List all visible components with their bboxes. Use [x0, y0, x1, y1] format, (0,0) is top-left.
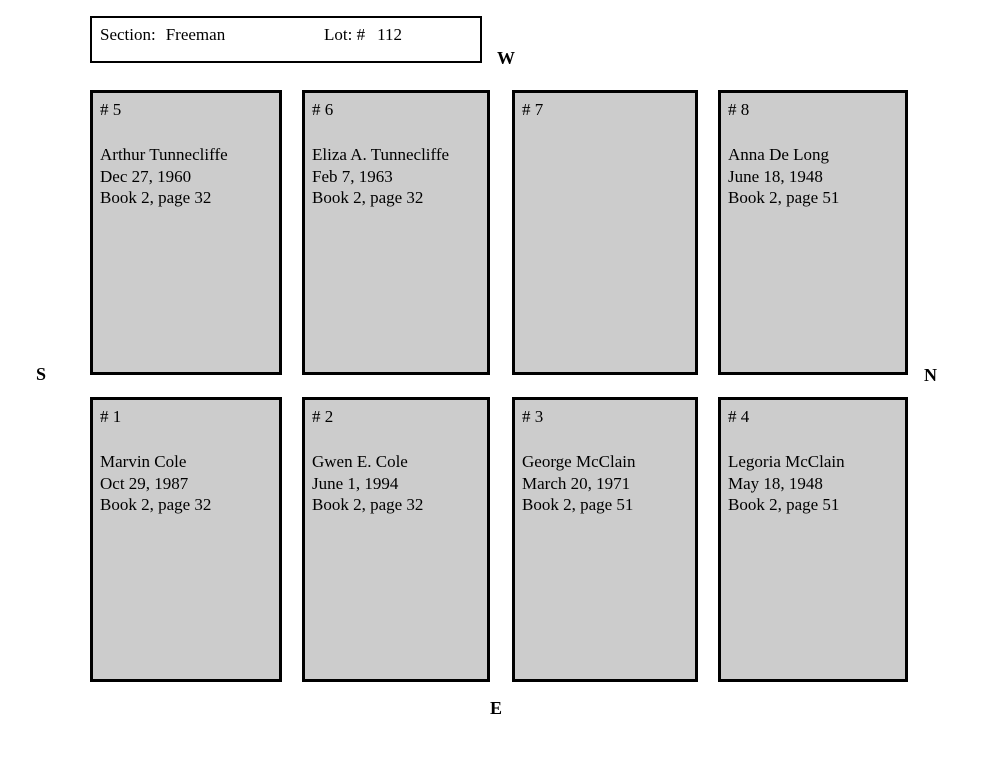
section-value: Freeman — [165, 25, 226, 44]
plot-name: Arthur Tunnecliffe — [100, 145, 228, 164]
plot-date: Oct 29, 1987 — [100, 473, 189, 493]
plot-number: # 3 — [522, 407, 544, 426]
plot-date: June 18, 1948 — [728, 166, 823, 186]
plot-name: Gwen E. Cole — [312, 452, 408, 471]
plot-box-6: # 6 Eliza A. Tunnecliffe Feb 7, 1963 Boo… — [302, 90, 490, 375]
compass-west-label: W — [497, 48, 515, 68]
plot-date: May 18, 1948 — [728, 473, 823, 493]
plot-date: Dec 27, 1960 — [100, 166, 192, 186]
plot-name: Marvin Cole — [100, 452, 187, 471]
plot-record: Book 2, page 32 — [312, 188, 424, 207]
plot-name: Legoria McClain — [728, 452, 845, 471]
lot-value: 112 — [377, 25, 402, 44]
plot-name: Anna De Long — [728, 145, 830, 164]
plot-box-2: # 2 Gwen E. Cole June 1, 1994 Book 2, pa… — [302, 397, 490, 682]
header-line: Section: Freeman Lot: # 112 — [100, 25, 402, 45]
plot-date: June 1, 1994 — [312, 473, 399, 493]
plot-record: Book 2, page 51 — [728, 495, 840, 514]
plot-box-7: # 7 — [512, 90, 698, 375]
plot-number: # 2 — [312, 407, 334, 426]
plot-details: Legoria McClain May 18, 1948 Book 2, pag… — [728, 451, 905, 516]
plot-record: Book 2, page 32 — [312, 495, 424, 514]
plot-details: Gwen E. Cole June 1, 1994 Book 2, page 3… — [312, 451, 487, 516]
plot-number: # 8 — [728, 100, 750, 119]
section-lot-header-box: Section: Freeman Lot: # 112 — [90, 16, 482, 63]
plot-number: # 7 — [522, 100, 544, 119]
plot-record: Book 2, page 51 — [728, 188, 840, 207]
compass-north-label: N — [924, 365, 937, 385]
plot-number: # 5 — [100, 100, 122, 119]
plot-details: Arthur Tunnecliffe Dec 27, 1960 Book 2, … — [100, 144, 279, 209]
plot-box-4: # 4 Legoria McClain May 18, 1948 Book 2,… — [718, 397, 908, 682]
plot-number: # 1 — [100, 407, 122, 426]
plot-box-5: # 5 Arthur Tunnecliffe Dec 27, 1960 Book… — [90, 90, 282, 375]
plot-record: Book 2, page 32 — [100, 495, 212, 514]
lot-label: Lot: # — [324, 25, 366, 44]
plot-box-1: # 1 Marvin Cole Oct 29, 1987 Book 2, pag… — [90, 397, 282, 682]
plot-name: George McClain — [522, 452, 636, 471]
plot-box-3: # 3 George McClain March 20, 1971 Book 2… — [512, 397, 698, 682]
plot-date: March 20, 1971 — [522, 473, 631, 493]
plot-date: Feb 7, 1963 — [312, 166, 393, 186]
section-label: Section: — [100, 25, 156, 44]
plot-number: # 6 — [312, 100, 334, 119]
plot-details: Marvin Cole Oct 29, 1987 Book 2, page 32 — [100, 451, 279, 516]
compass-south-label: S — [36, 364, 47, 384]
plot-number: # 4 — [728, 407, 750, 426]
plot-details: George McClain March 20, 1971 Book 2, pa… — [522, 451, 695, 516]
plot-record: Book 2, page 32 — [100, 188, 212, 207]
plot-details: Anna De Long June 18, 1948 Book 2, page … — [728, 144, 905, 209]
compass-east-label: E — [490, 698, 503, 718]
plot-details: Eliza A. Tunnecliffe Feb 7, 1963 Book 2,… — [312, 144, 487, 209]
plot-name: Eliza A. Tunnecliffe — [312, 145, 450, 164]
plot-record: Book 2, page 51 — [522, 495, 634, 514]
plot-box-8: # 8 Anna De Long June 18, 1948 Book 2, p… — [718, 90, 908, 375]
